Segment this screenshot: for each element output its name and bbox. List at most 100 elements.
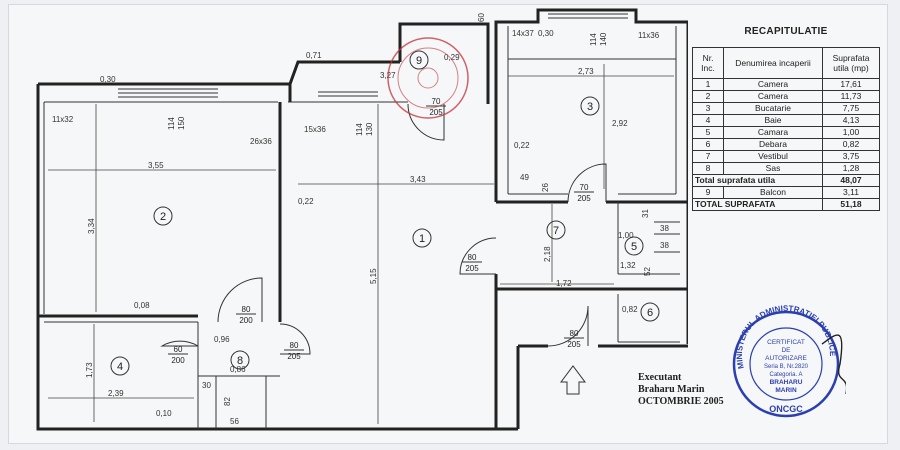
stamp-line: CERTIFICAT [767, 339, 805, 346]
row-area: 1,28 [822, 162, 880, 175]
room-6-number: 6 [647, 307, 653, 319]
row-name: Baie [723, 114, 823, 127]
row-nr: 4 [692, 114, 724, 127]
dim-label: 56 [230, 417, 239, 426]
total-util-row: Total suprafata utila 48,07 [692, 174, 880, 187]
dim-label: 1,72 [556, 279, 572, 288]
row-name: Bucatarie [723, 102, 823, 115]
dim-label: 140 [599, 32, 608, 46]
row-area: 3,75 [822, 150, 880, 163]
door-label: 205 [577, 194, 591, 203]
dim-label: 2,39 [108, 389, 124, 398]
total-util-value: 48,07 [822, 174, 880, 187]
dim-label: 0,22 [298, 197, 314, 206]
executant-block: Executant Braharu Marin OCTOMBRIE 2005 [638, 372, 724, 408]
dim-label: 0,96 [214, 335, 230, 344]
executant-label: Executant [638, 372, 682, 383]
dim-label: 30 [202, 381, 211, 390]
stamp-line: Seria B, Nr.2820 [764, 364, 809, 370]
dim-label: 130 [365, 122, 374, 136]
top-stamp-graphic [387, 37, 469, 119]
door-label: 80 [570, 329, 579, 338]
recap-panel: RECAPITULATIE Nr. Inc. Denumirea incaper… [692, 26, 880, 211]
dim-label: 150 [177, 116, 186, 130]
dimension-lines [48, 64, 674, 424]
balcon-nr: 9 [692, 186, 724, 199]
balcon-name: Balcon [723, 186, 823, 199]
header-name: Denumirea incaperii [723, 47, 823, 79]
dim-label: 114 [355, 123, 364, 136]
dim-label: 60 [477, 13, 486, 22]
room-9-number: 9 [416, 55, 422, 67]
dim-label: 1,32 [620, 261, 636, 270]
balcon-area: 3,11 [822, 186, 880, 199]
dim-label: 38 [660, 224, 669, 233]
dim-label: 49 [520, 173, 529, 182]
stamp-line: Categoria. A [769, 372, 802, 378]
dim-label: 0,30 [538, 29, 554, 38]
dim-label: 1,00 [618, 231, 634, 240]
dim-label: 0,82 [622, 305, 638, 314]
room-markers: 1 2 3 4 5 6 7 8 9 [110, 50, 660, 376]
dim-label: 11x32 [52, 115, 74, 124]
row-area: 0,82 [822, 138, 880, 151]
door-label: 70 [580, 183, 589, 192]
row-nr: 5 [692, 126, 724, 139]
row-name: Camera [723, 78, 823, 91]
dim-label: 114 [589, 33, 598, 46]
row-area: 17,61 [822, 78, 880, 91]
dim-label: 11x36 [638, 31, 660, 40]
dim-label: 3,34 [87, 218, 96, 234]
row-area: 11,73 [822, 90, 880, 103]
stamp-line: BRAHARU [770, 379, 803, 386]
row-nr: 1 [692, 78, 724, 91]
row-nr: 2 [692, 90, 724, 103]
total-util-label: Total suprafata utila [692, 174, 823, 187]
floor-plan: 1 2 3 4 5 6 7 8 9 0,30 60 14x37 0,30 140… [36, 8, 688, 431]
dim-label: 5,15 [369, 268, 378, 284]
dim-label: 14x37 [512, 29, 534, 38]
row-name: Camara [723, 126, 823, 139]
door-labels: 70 205 70 205 80 205 80 200 60 200 80 20… [168, 97, 594, 365]
door-swings [160, 103, 607, 355]
room-4-number: 4 [117, 361, 123, 373]
row-area: 7,75 [822, 102, 880, 115]
door-label: 205 [567, 340, 581, 349]
stamp-line: DE [781, 347, 791, 354]
total-label: TOTAL SUPRAFATA [692, 198, 823, 211]
stamp-line: MARIN [775, 387, 797, 394]
stamp-line: AUTORIZARE [765, 355, 807, 362]
dim-label: 1,73 [85, 362, 94, 378]
dim-label: 2,73 [578, 67, 594, 76]
total-value: 51,18 [822, 198, 880, 211]
dim-label: 0,10 [156, 409, 172, 418]
dim-label: 31 [641, 209, 650, 218]
table-header-row: Nr. Inc. Denumirea incaperii Suprafata u… [692, 47, 880, 79]
dim-label: 26 [541, 183, 550, 192]
room-2-number: 2 [160, 211, 166, 223]
dimension-labels: 0,30 60 14x37 0,30 140 114 11x36 0,71 0,… [52, 13, 669, 426]
balcon-row: 9 Balcon 3,11 [692, 186, 880, 199]
row-name: Debara [723, 138, 823, 151]
door-label: 200 [239, 316, 253, 325]
walls [36, 8, 688, 431]
room-1-number: 1 [419, 233, 425, 245]
row-area: 4,13 [822, 114, 880, 127]
plan-sheet: 1 2 3 4 5 6 7 8 9 0,30 60 14x37 0,30 140… [8, 4, 888, 444]
authorization-stamp: MINISTERUL ADMINISTRATIEI PUBLICE CERTIF… [732, 304, 846, 418]
door-label: 80 [242, 305, 251, 314]
dim-label: 0,30 [100, 75, 116, 84]
dim-label: 114 [167, 117, 176, 130]
dim-label: 3,55 [148, 161, 164, 170]
dim-label: 26x36 [250, 137, 272, 146]
row-name: Sas [723, 162, 823, 175]
header-area: Suprafata utila (mp) [822, 47, 880, 79]
dim-label: 82 [223, 397, 232, 406]
header-nr: Nr. Inc. [692, 47, 724, 79]
dim-label: 0,22 [514, 141, 530, 150]
